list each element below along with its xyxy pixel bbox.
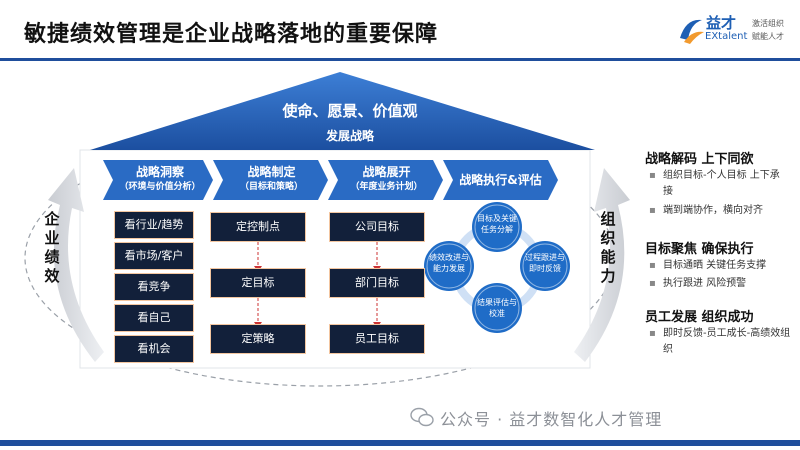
- col3-box: 部门目标: [329, 268, 425, 298]
- col1-box: 看竞争: [114, 273, 194, 301]
- watermark-text: 公众号 · 益才数智化人才管理: [440, 410, 663, 429]
- page-title: 敏捷绩效管理是企业战略落地的重要保障: [24, 22, 439, 47]
- right-bullet: 即时反馈-员工成长-高绩效组织: [649, 326, 791, 358]
- roof-shape: [90, 72, 595, 150]
- right-bullet: 组织目标-个人目标 上下承接: [649, 168, 783, 200]
- chevron-3-sub: （年度业务计划）: [350, 182, 423, 192]
- cycle-label-2: 过程跟进与即时反馈: [525, 253, 565, 273]
- cycle-node-2: [520, 241, 570, 291]
- col1-box: 看市场/客户: [114, 242, 194, 270]
- right-heading-1: 战略解码 上下同欲: [645, 152, 754, 167]
- wechat-icon: [410, 407, 434, 427]
- chevron-2: [213, 160, 328, 200]
- chevron-4-title: 战略执行&评估: [459, 173, 542, 187]
- header-divider: [0, 58, 800, 61]
- cycle-node-1: [472, 202, 522, 252]
- col1-box: 看机会: [114, 335, 194, 363]
- logo-cn: 益才: [706, 14, 737, 32]
- chevron-2-label: 战略制定 （目标和策略）: [220, 165, 323, 195]
- col1-box: 看行业/趋势: [114, 211, 194, 239]
- cycle-label-4: 绩效改进与能力发展: [429, 253, 469, 273]
- chevron-3-title: 战略展开: [362, 165, 411, 179]
- logo-slogan-2: 赋能人才: [752, 32, 784, 41]
- footer-bar: [0, 440, 800, 446]
- logo-mark-icon: [680, 19, 704, 44]
- chevron-3: [328, 160, 443, 200]
- col1-box: 看自己: [114, 304, 194, 332]
- cycle-node-3: [472, 283, 522, 333]
- chevron-4-label: 战略执行&评估: [448, 173, 553, 188]
- chevron-1-sub: （环境与价值分析）: [119, 182, 201, 192]
- chevron-1: [103, 160, 213, 200]
- logo-slogan-1: 激活组织: [752, 19, 784, 28]
- right-heading-2: 目标聚焦 确保执行: [645, 242, 754, 257]
- right-side-label: 组织能力: [600, 210, 616, 285]
- chevron-1-title: 战略洞察: [135, 165, 184, 179]
- cycle-label-1: 目标及关键任务分解: [477, 214, 517, 234]
- left-side-label: 企业绩效: [44, 210, 60, 285]
- logo-en: EXtalent: [705, 31, 748, 42]
- right-arc-arrow: [574, 168, 630, 362]
- cycle-node-4: [424, 241, 474, 291]
- cycle-label-3: 结果评估与校准: [477, 298, 517, 318]
- col2-box: 定策略: [210, 324, 306, 354]
- chevron-4: [443, 160, 558, 200]
- chevron-1-label: 战略洞察 （环境与价值分析）: [110, 165, 210, 195]
- col3-box: 员工目标: [329, 324, 425, 354]
- chevron-3-label: 战略展开 （年度业务计划）: [335, 165, 438, 195]
- roof-mission-text: 使命、愿景、价值观: [282, 102, 418, 120]
- right-heading-3: 员工发展 组织成功: [645, 310, 754, 325]
- chevron-2-title: 战略制定: [247, 165, 296, 179]
- col2-box: 定目标: [210, 268, 306, 298]
- chevron-2-sub: （目标和策略）: [239, 182, 303, 192]
- right-bullet: 端到端协作，横向对齐: [649, 203, 783, 219]
- left-arc-arrow: [48, 168, 104, 362]
- roof-strategy-text: 发展战略: [325, 129, 374, 143]
- col2-box: 定控制点: [210, 212, 306, 242]
- right-bullet: 执行跟进 风险预警: [649, 276, 788, 292]
- right-bullet: 目标通晒 关键任务支撑: [649, 258, 788, 274]
- col3-box: 公司目标: [329, 212, 425, 242]
